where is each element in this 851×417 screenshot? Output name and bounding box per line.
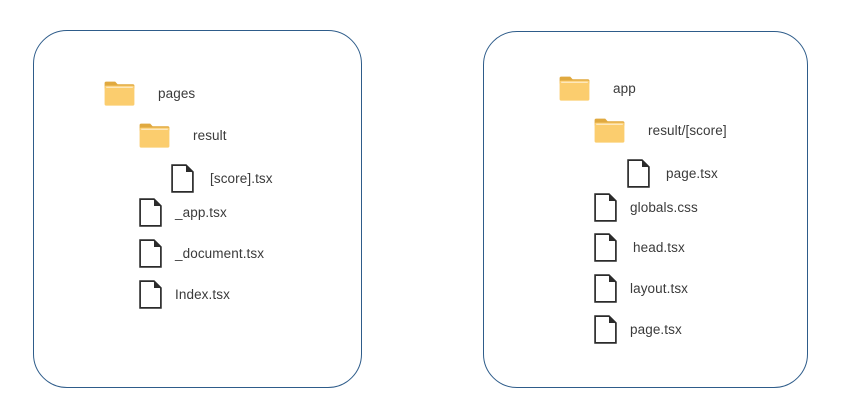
tree-label-layout-tsx: layout.tsx [630, 280, 689, 296]
file-icon [594, 193, 617, 222]
tree-row-globals-css[interactable]: globals.css [594, 193, 698, 222]
panel-app-router: app result/[score] [483, 31, 808, 388]
file-icon [594, 315, 617, 344]
folder-icon [104, 81, 135, 106]
file-icon [594, 274, 617, 303]
tree-label-document-tsx: _document.tsx [175, 245, 265, 261]
file-icon [139, 239, 162, 268]
tree-label-page-tsx: page.tsx [630, 321, 682, 337]
tree-row-app-tsx[interactable]: _app.tsx [139, 198, 227, 227]
tree-label-result: result [193, 127, 227, 143]
folder-icon [559, 76, 590, 101]
tree-row-result-score[interactable]: result/[score] [594, 118, 727, 143]
tree-label-globals-css: globals.css [630, 199, 698, 215]
file-icon [627, 159, 650, 188]
tree-label-app-tsx: _app.tsx [175, 204, 227, 220]
tree-row-app[interactable]: app [559, 76, 636, 101]
file-icon [594, 233, 617, 262]
tree-label-app: app [613, 80, 636, 96]
tree-label-page-tsx-nested: page.tsx [666, 165, 718, 181]
tree-row-layout-tsx[interactable]: layout.tsx [594, 274, 688, 303]
tree-row-index-tsx[interactable]: Index.tsx [139, 280, 230, 309]
file-icon [171, 164, 194, 193]
folder-icon [594, 118, 625, 143]
tree-row-page-tsx[interactable]: page.tsx [594, 315, 682, 344]
tree-row-document-tsx[interactable]: _document.tsx [139, 239, 264, 268]
panel-pages-router: pages result [33, 30, 362, 388]
file-icon [139, 198, 162, 227]
tree-label-head-tsx: head.tsx [633, 239, 685, 255]
file-icon [139, 280, 162, 309]
tree-row-page-tsx-nested[interactable]: page.tsx [627, 159, 718, 188]
tree-label-pages: pages [158, 85, 196, 101]
folder-icon [139, 123, 170, 148]
tree-row-head-tsx[interactable]: head.tsx [594, 233, 685, 262]
tree-label-score-tsx: [score].tsx [210, 170, 273, 186]
tree-row-pages[interactable]: pages [104, 81, 195, 106]
tree-row-score-tsx[interactable]: [score].tsx [171, 164, 273, 193]
tree-label-index-tsx: Index.tsx [175, 286, 230, 302]
tree-label-result-score: result/[score] [648, 122, 727, 138]
tree-row-result[interactable]: result [139, 123, 227, 148]
